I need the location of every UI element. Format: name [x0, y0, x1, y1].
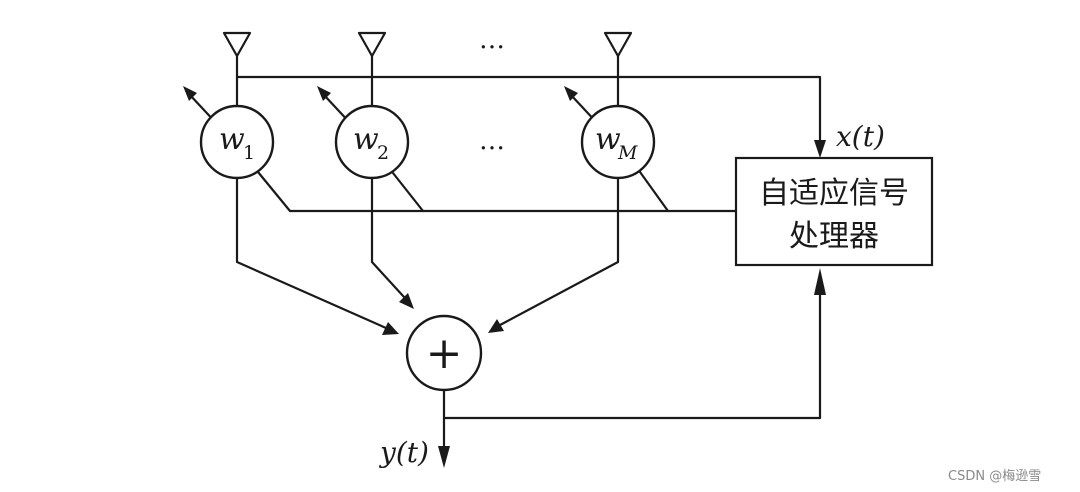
output-arrowhead: [438, 446, 450, 468]
weight-1-output-line: [235, 176, 388, 330]
weight-2-subscript: 2: [377, 142, 389, 164]
feedback-line: [442, 288, 822, 420]
weight-node-1: w 1: [199, 104, 275, 180]
ellipsis-weights: …: [479, 126, 505, 156]
feedback-arrowhead: [814, 268, 826, 295]
weight-node-m: w M: [580, 104, 656, 180]
input-label: x(t): [836, 120, 885, 153]
weight-2-symbol: w: [353, 122, 379, 157]
antenna-2: [357, 31, 387, 58]
weight-1-output-arrowhead: [382, 322, 399, 335]
output-label: y(t): [378, 436, 429, 469]
antenna-m: [603, 31, 633, 58]
weight-2-output-arrowhead: [399, 293, 414, 309]
processor-label-line2: 处理器: [789, 219, 879, 254]
weight-1-subscript: 1: [243, 142, 255, 164]
input-bus-line: [235, 75, 822, 147]
weight-2-output-line: [370, 176, 406, 299]
control-line-m: [638, 170, 670, 213]
antenna-1: [222, 31, 252, 58]
weight-m-output-arrowhead: [488, 319, 504, 333]
weight-1-symbol: w: [219, 122, 245, 157]
ellipsis-antennas: …: [479, 25, 505, 55]
weight-m-subscript: M: [617, 142, 638, 164]
weight-m-symbol: w: [595, 122, 621, 157]
processor-label-line1: 自适应信号: [759, 176, 909, 211]
adder-node: +: [405, 314, 483, 392]
watermark: CSDN @梅逊雪: [948, 469, 1041, 484]
adder-symbol: +: [426, 328, 463, 379]
control-line-2: [391, 171, 425, 213]
weight-node-2: w 2: [334, 104, 410, 180]
weight-m-output-line: [498, 176, 620, 327]
input-arrowhead: [814, 140, 826, 158]
control-line-1: [256, 170, 292, 213]
adaptive-processor-box: 自适应信号 处理器: [734, 156, 934, 267]
